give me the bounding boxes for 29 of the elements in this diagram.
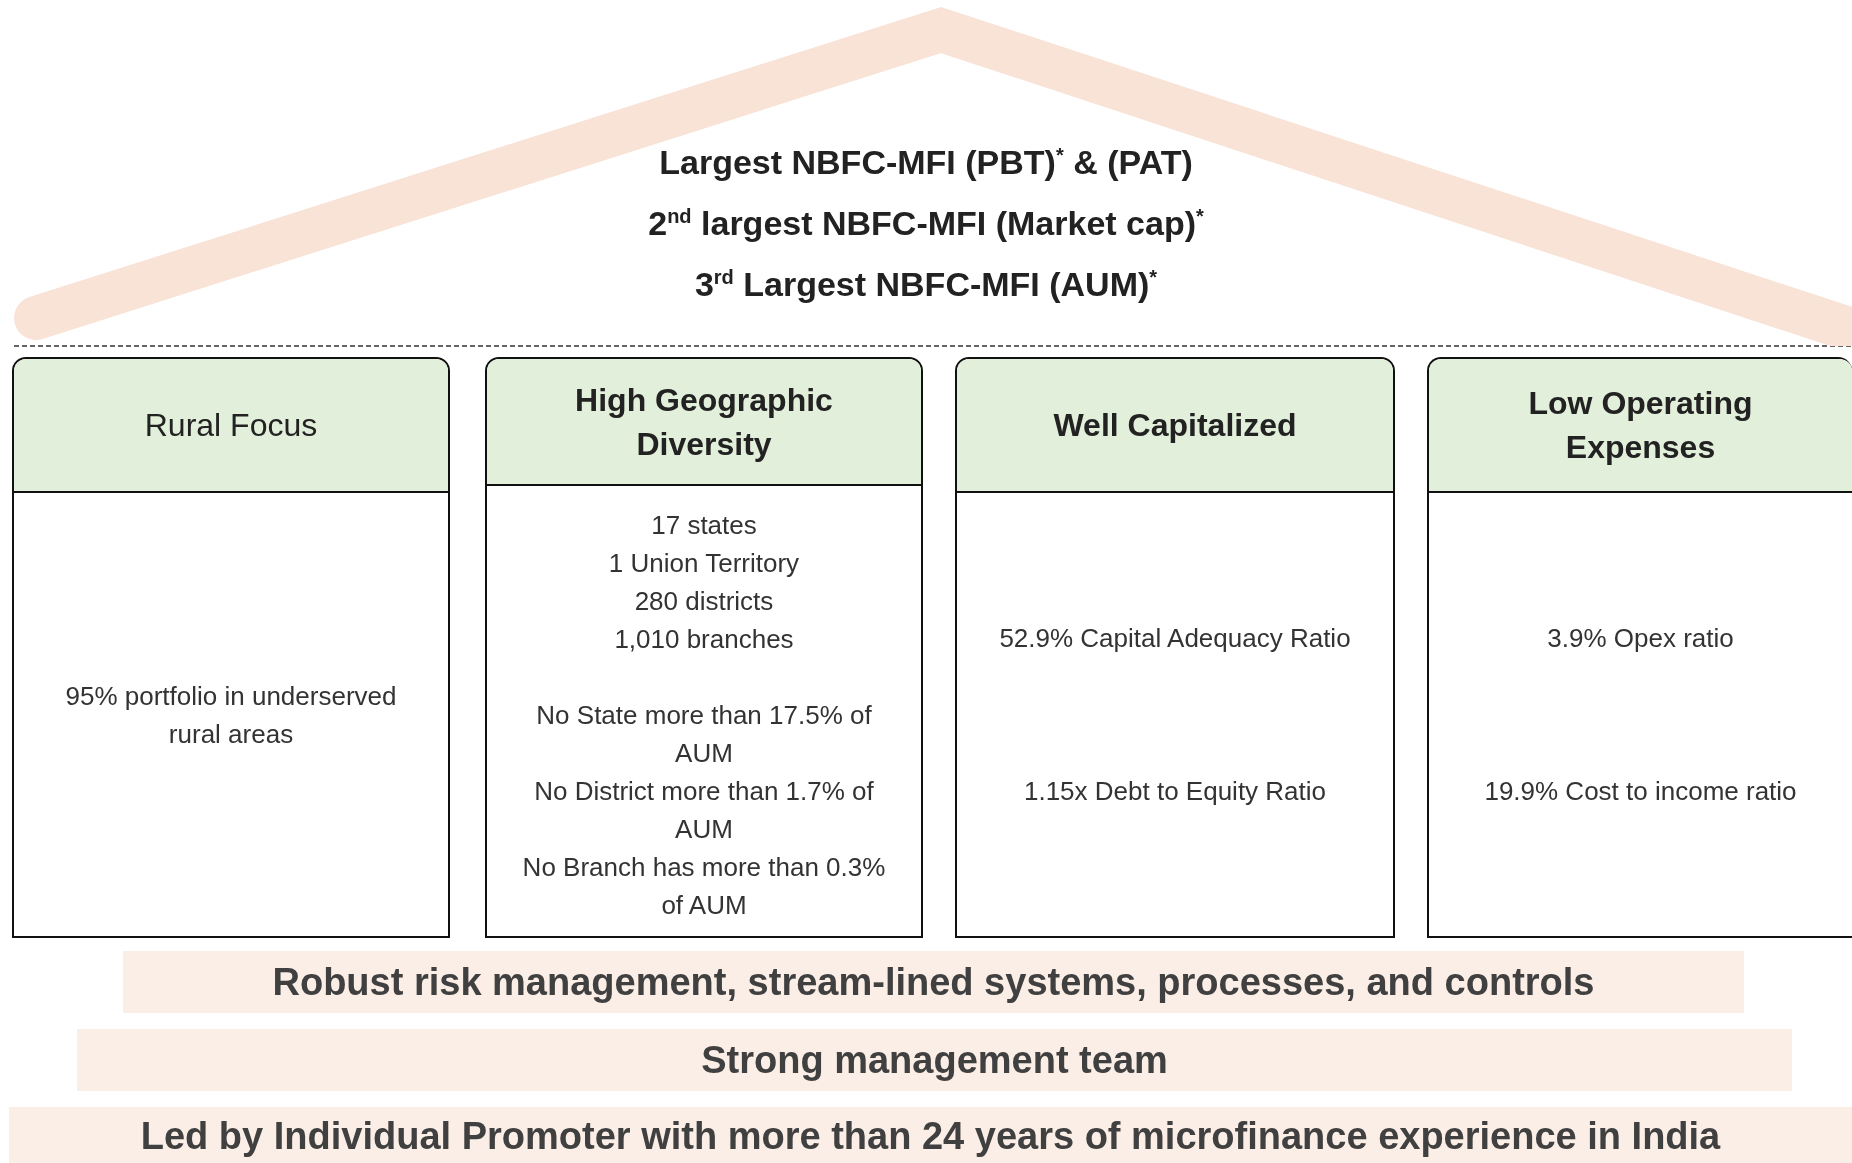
pillar-text: 52.9% Capital Adequacy Ratio <box>999 622 1351 656</box>
pillar-text: 1 Union Territory <box>608 547 800 580</box>
band-text: Robust risk management, stream-lined systems, processes, and controls <box>272 960 1595 1004</box>
pillar-text: No Branch has more than 0.3% of AUM <box>521 851 887 922</box>
headline-text: Largest NBFC-MFI (PBT)$^{*}$ & (PAT) <box>659 143 1193 182</box>
pillar-title: Rural Focus <box>144 406 318 445</box>
pillar-text: No State more than 17.5% of AUM <box>535 699 873 770</box>
pillar-text: 17 states <box>651 509 757 542</box>
foundation-band <box>77 1029 1792 1091</box>
pillar-title: Low Operating Expenses <box>1527 384 1754 467</box>
band-text: Strong management team <box>701 1038 1168 1082</box>
pillar-title: Well Capitalized <box>1053 406 1297 445</box>
headline-text: 3$^{rd}$ Largest NBFC-MFI (AUM)$^{*}$ <box>694 265 1158 304</box>
foundation-band <box>9 1107 1852 1163</box>
pillar-text: 1.15x Debt to Equity Ratio <box>1023 774 1327 808</box>
pillar-text: No District more than 1.7% of AUM <box>533 775 875 846</box>
pillar-title: High Geographic Diversity <box>574 380 834 464</box>
pillar-box <box>955 357 1395 938</box>
pillar-text: 1,010 branches <box>614 623 794 656</box>
foundation-band <box>123 951 1744 1013</box>
pillar-box <box>12 357 450 938</box>
pillar-text: 95% portfolio in underserved rural areas <box>64 679 398 751</box>
pillar-box <box>1427 357 1852 938</box>
band-text: Led by Individual Promoter with more than 24 years of microfinance experience in India <box>140 1114 1721 1158</box>
pillar-text: 19.9% Cost to income ratio <box>1484 774 1797 808</box>
pillar-box <box>485 357 923 938</box>
headline-text: 2$^{nd}$ largest NBFC-MFI (Market cap)$^{*}$ <box>648 204 1204 243</box>
pillar-text: 280 districts <box>634 585 774 618</box>
pillar-text: 3.9% Opex ratio <box>1547 622 1734 656</box>
